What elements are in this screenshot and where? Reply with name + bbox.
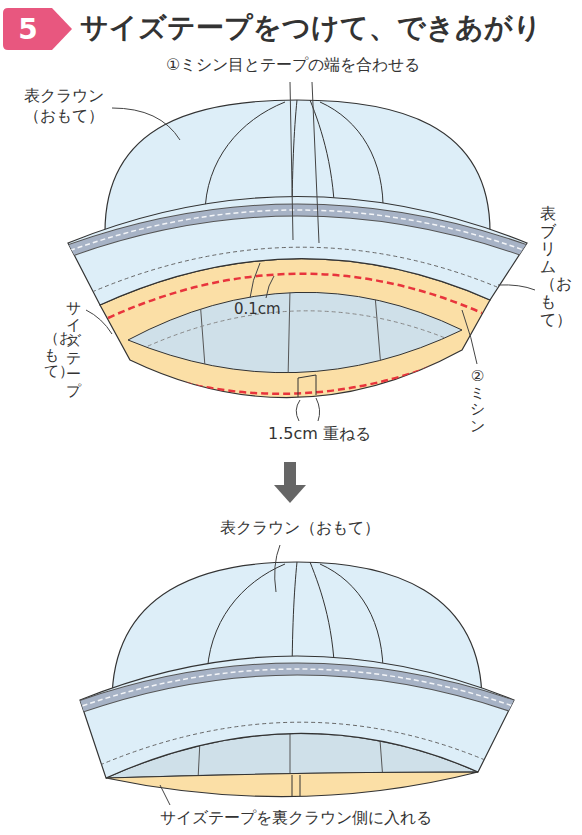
illustration-part [160,785,170,805]
illustration-part [86,82,535,421]
illustration-part [100,722,485,765]
callout-label: ②ミシン [470,368,485,434]
part-label: 表クラウン（おもて） [220,518,380,538]
illustration-part [462,310,477,364]
illustration-part [60,669,535,765]
part-label: 表ブリム（おもて） [540,205,556,328]
illustration-part [108,274,482,394]
illustration-part [92,247,497,292]
illustration-part [200,300,206,380]
illustration-part [86,310,112,334]
illustration-part [160,545,280,805]
illustration-part [250,263,260,298]
illustration-part [55,210,540,256]
illustration-part [60,669,535,714]
illustration-part [290,730,291,780]
illustration-part [288,290,290,380]
illustration-part [55,210,540,292]
illustration-part [275,545,280,592]
illustration-part [375,295,382,380]
illustration-part [55,210,540,256]
illustration-part [284,462,296,486]
note-label: サイズテープを裏クラウン側に入れる [160,808,432,828]
illustration-part [60,669,535,714]
illustration-part [112,108,180,140]
illustration-part [316,398,320,421]
illustration-part [274,485,306,503]
dimension-label: 0.1cm [234,300,281,319]
dimension-label: 1.5cm 重ねる [268,424,371,444]
illustration-part [135,290,455,380]
illustration-part [296,400,300,421]
illustration-part [55,210,540,256]
illustration-part [135,311,455,352]
illustration-part [298,375,316,397]
illustration-part [312,82,319,243]
illustration-part [498,285,535,290]
part-label: サイズテープ [66,300,81,399]
callout-label: ①ミシン目とテープの端を合わせる [166,55,420,75]
illustration-part [266,276,274,298]
illustration-part [290,82,293,240]
illustration-part [292,775,300,796]
illustration-part [60,669,535,714]
part-label: （おもて） [44,330,59,380]
illustration-part [106,772,478,797]
part-label: 表クラウン （おもて） [22,86,107,126]
title: サイズテープをつけて、できあがり [80,10,542,45]
illustration-part [128,292,462,372]
illustration-part [132,356,458,394]
step-badge: 5 [0,4,74,54]
step-number: 5 [0,13,56,46]
